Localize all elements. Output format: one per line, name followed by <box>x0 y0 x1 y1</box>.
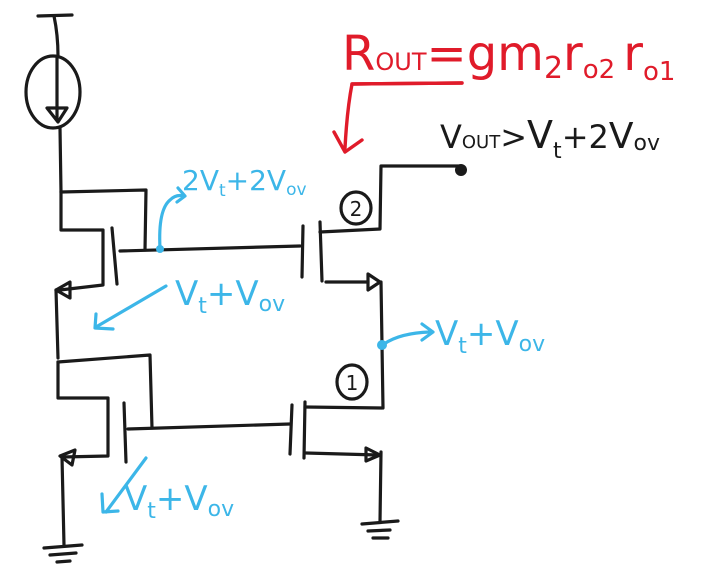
svg-text:2: 2 <box>350 197 363 221</box>
svg-text:VOUT>Vt+2Vov: VOUT>Vt+2Vov <box>440 113 660 164</box>
svg-text:2Vt+2Vov: 2Vt+2Vov <box>182 164 307 201</box>
transistor-m2 <box>300 164 467 292</box>
mirror-node-annotation: Vt+Vov <box>93 274 285 331</box>
ground-icon-left <box>42 543 84 564</box>
transistor-label-m1: 1 <box>335 363 369 401</box>
svg-text:Vt+Vov: Vt+Vov <box>175 274 285 319</box>
ground-icon-right <box>360 519 400 540</box>
svg-text:1: 1 <box>346 371 359 395</box>
output-voltage-condition: VOUT>Vt+2Vov <box>440 113 660 164</box>
transistor-m1 <box>288 400 384 524</box>
bottom-node-annotation: Vt+Vov <box>100 456 234 524</box>
svg-text:Vt+Vov: Vt+Vov <box>435 314 545 359</box>
vdd-rail-icon <box>36 13 74 58</box>
red-arrow-icon <box>343 81 464 150</box>
cascode-mid-node-annotation: Vt+Vov <box>377 314 545 359</box>
current-source-icon <box>24 54 82 130</box>
svg-text:Vt+Vov: Vt+Vov <box>124 479 234 524</box>
output-node-dot <box>455 164 467 176</box>
gate-node-annotation: 2Vt+2Vov <box>156 164 307 253</box>
left-branch-wires <box>54 126 302 547</box>
transistor-label-m2: 2 <box>339 190 373 226</box>
